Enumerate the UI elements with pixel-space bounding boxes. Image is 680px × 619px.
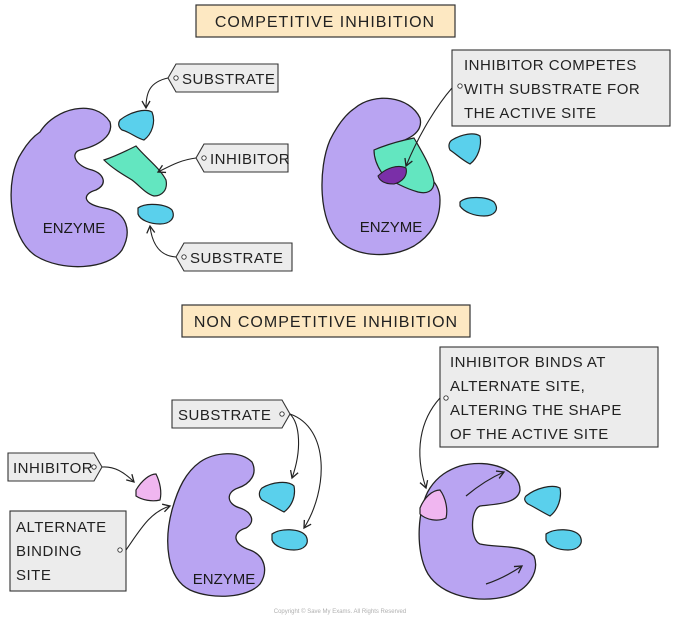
label-tag-substrate-top: SUBSTRATE <box>167 63 279 93</box>
competitive-title: COMPETITIVE INHIBITION <box>195 4 456 38</box>
callout-noncompetitive-line-2: ALTERNATE SITE, <box>450 378 585 395</box>
arrow-substrate-noncompetitive-2 <box>289 413 322 530</box>
callout-noncompetitive: INHIBITOR BINDS AT ALTERNATE SITE, ALTER… <box>439 346 659 448</box>
arrow-inhibitor-noncompetitive <box>101 466 135 483</box>
callout-competitive: INHIBITOR COMPETES WITH SUBSTRATE FOR TH… <box>451 49 671 127</box>
substrate-right-bottom <box>459 196 497 217</box>
substrate-bottom-left <box>137 203 174 225</box>
substrate-noncompetitive-bottom <box>271 529 308 551</box>
arrow-substrate-noncompetitive-1 <box>289 413 300 480</box>
callout-noncompetitive-line-3: ALTERING THE SHAPE <box>450 402 622 419</box>
label-tag-substrate-noncompetitive: SUBSTRATE <box>171 399 291 429</box>
enzyme-label-competitive-right: ENZYME <box>360 219 423 236</box>
enzyme-label-noncompetitive-left: ENZYME <box>193 571 256 588</box>
callout-competitive-line-2: WITH SUBSTRATE FOR <box>464 81 640 98</box>
inhibitor-noncompetitive-right <box>419 489 448 521</box>
enzyme-label-competitive-left: ENZYME <box>43 220 106 237</box>
noncompetitive-title-text: NON COMPETITIVE INHIBITION <box>194 314 458 331</box>
label-tag-inhibitor-left: INHIBITOR <box>195 143 290 173</box>
alt-site-line-1: ALTERNATE <box>16 519 107 536</box>
shape-change-arrow-top <box>465 470 506 497</box>
competitive-title-text: COMPETITIVE INHIBITION <box>215 14 435 31</box>
arrow-substrate-bottom <box>146 224 177 258</box>
arrow-alternate-site <box>125 503 172 551</box>
substrate-altered-bottom <box>545 529 582 551</box>
active-site-highlight <box>377 165 407 185</box>
label-alternate-binding-site: ALTERNATE BINDING SITE <box>9 510 127 592</box>
arrow-callout-noncompetitive <box>419 397 441 490</box>
arrow-callout-competitive <box>404 87 453 168</box>
arrow-substrate-top <box>141 77 169 110</box>
label-tag-substrate-bottom: SUBSTRATE <box>175 242 293 272</box>
substrate-top-left <box>118 109 155 141</box>
substrate-noncompetitive-top <box>258 481 296 513</box>
substrate-right-top <box>448 133 482 165</box>
shape-change-arrow-bottom <box>485 565 524 585</box>
callout-competitive-line-3: THE ACTIVE SITE <box>464 105 597 122</box>
enzyme-noncompetitive-right <box>418 462 537 600</box>
substrate-bottom-label: SUBSTRATE <box>190 250 283 267</box>
arrow-inhibitor-left <box>156 157 197 174</box>
inhibitor-noncompetitive-label: INHIBITOR <box>13 460 93 477</box>
copyright-notice: Copyright © Save My Exams. All Rights Re… <box>274 608 406 615</box>
substrate-top-label: SUBSTRATE <box>182 71 275 88</box>
callout-competitive-line-1: INHIBITOR COMPETES <box>464 57 637 74</box>
label-tag-inhibitor-noncompetitive: INHIBITOR <box>7 452 103 482</box>
callout-noncompetitive-line-4: OF THE ACTIVE SITE <box>450 426 609 443</box>
substrate-noncompetitive-label: SUBSTRATE <box>178 407 271 424</box>
inhibitor-competitive-left <box>102 145 167 197</box>
alt-site-line-2: BINDING <box>16 543 82 560</box>
enzyme-competitive-left <box>10 107 128 268</box>
alt-site-line-3: SITE <box>16 567 51 584</box>
substrate-altered-top <box>524 485 562 517</box>
inhibitor-label-left: INHIBITOR <box>210 151 290 168</box>
enzyme-noncompetitive-left <box>167 453 266 597</box>
noncompetitive-title: NON COMPETITIVE INHIBITION <box>181 304 471 338</box>
callout-noncompetitive-line-1: INHIBITOR BINDS AT <box>450 354 606 371</box>
inhibitor-noncompetitive-left <box>135 473 162 502</box>
